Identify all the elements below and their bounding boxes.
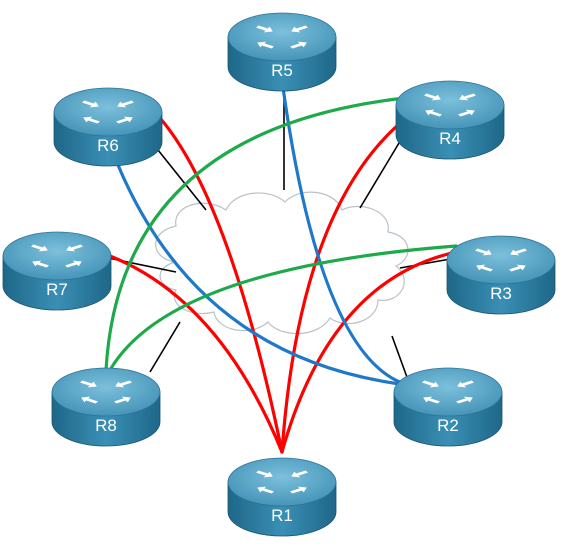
- router-r5[interactable]: R5: [227, 12, 337, 92]
- cloud-link-r8: [149, 321, 181, 373]
- router-label: R1: [271, 506, 293, 525]
- router-arrows-icon: [256, 470, 308, 494]
- router-r8[interactable]: R8: [51, 367, 161, 447]
- cloud-links: [107, 80, 457, 381]
- tunnels: [104, 78, 458, 454]
- router-arrows-icon: [422, 380, 474, 404]
- router-label: R8: [95, 416, 117, 435]
- tunnel-r5-r2: [280, 78, 410, 387]
- cloud-link-r2: [391, 335, 409, 381]
- router-label: R5: [271, 61, 293, 80]
- router-label: R6: [97, 136, 119, 155]
- tunnel-r1-r7: [108, 254, 284, 454]
- tunnel-r1-r6: [158, 116, 284, 454]
- router-arrows-icon: [475, 248, 527, 272]
- router-label: R7: [46, 280, 68, 299]
- router-r3[interactable]: R3: [446, 235, 556, 315]
- router-label: R2: [437, 416, 459, 435]
- tunnel-r1-r4: [280, 113, 412, 454]
- router-r1[interactable]: R1: [227, 457, 337, 537]
- router-label: R3: [490, 284, 512, 303]
- router-r7[interactable]: R7: [2, 231, 112, 311]
- router-r4[interactable]: R4: [395, 80, 505, 160]
- router-arrows-icon: [424, 93, 476, 117]
- router-arrows-icon: [31, 244, 83, 268]
- tunnel-r8-r4: [104, 96, 407, 372]
- router-arrows-icon: [256, 25, 308, 49]
- router-r2[interactable]: R2: [393, 367, 503, 447]
- tunnel-r6-r2: [116, 163, 410, 387]
- tunnel-r8-r3: [108, 244, 458, 372]
- router-r6[interactable]: R6: [53, 87, 163, 167]
- router-arrows-icon: [80, 380, 132, 404]
- router-label: R4: [439, 129, 461, 148]
- cloud-link-r6: [149, 139, 207, 211]
- router-arrows-icon: [82, 100, 134, 124]
- tunnel-r1-r3: [280, 250, 458, 454]
